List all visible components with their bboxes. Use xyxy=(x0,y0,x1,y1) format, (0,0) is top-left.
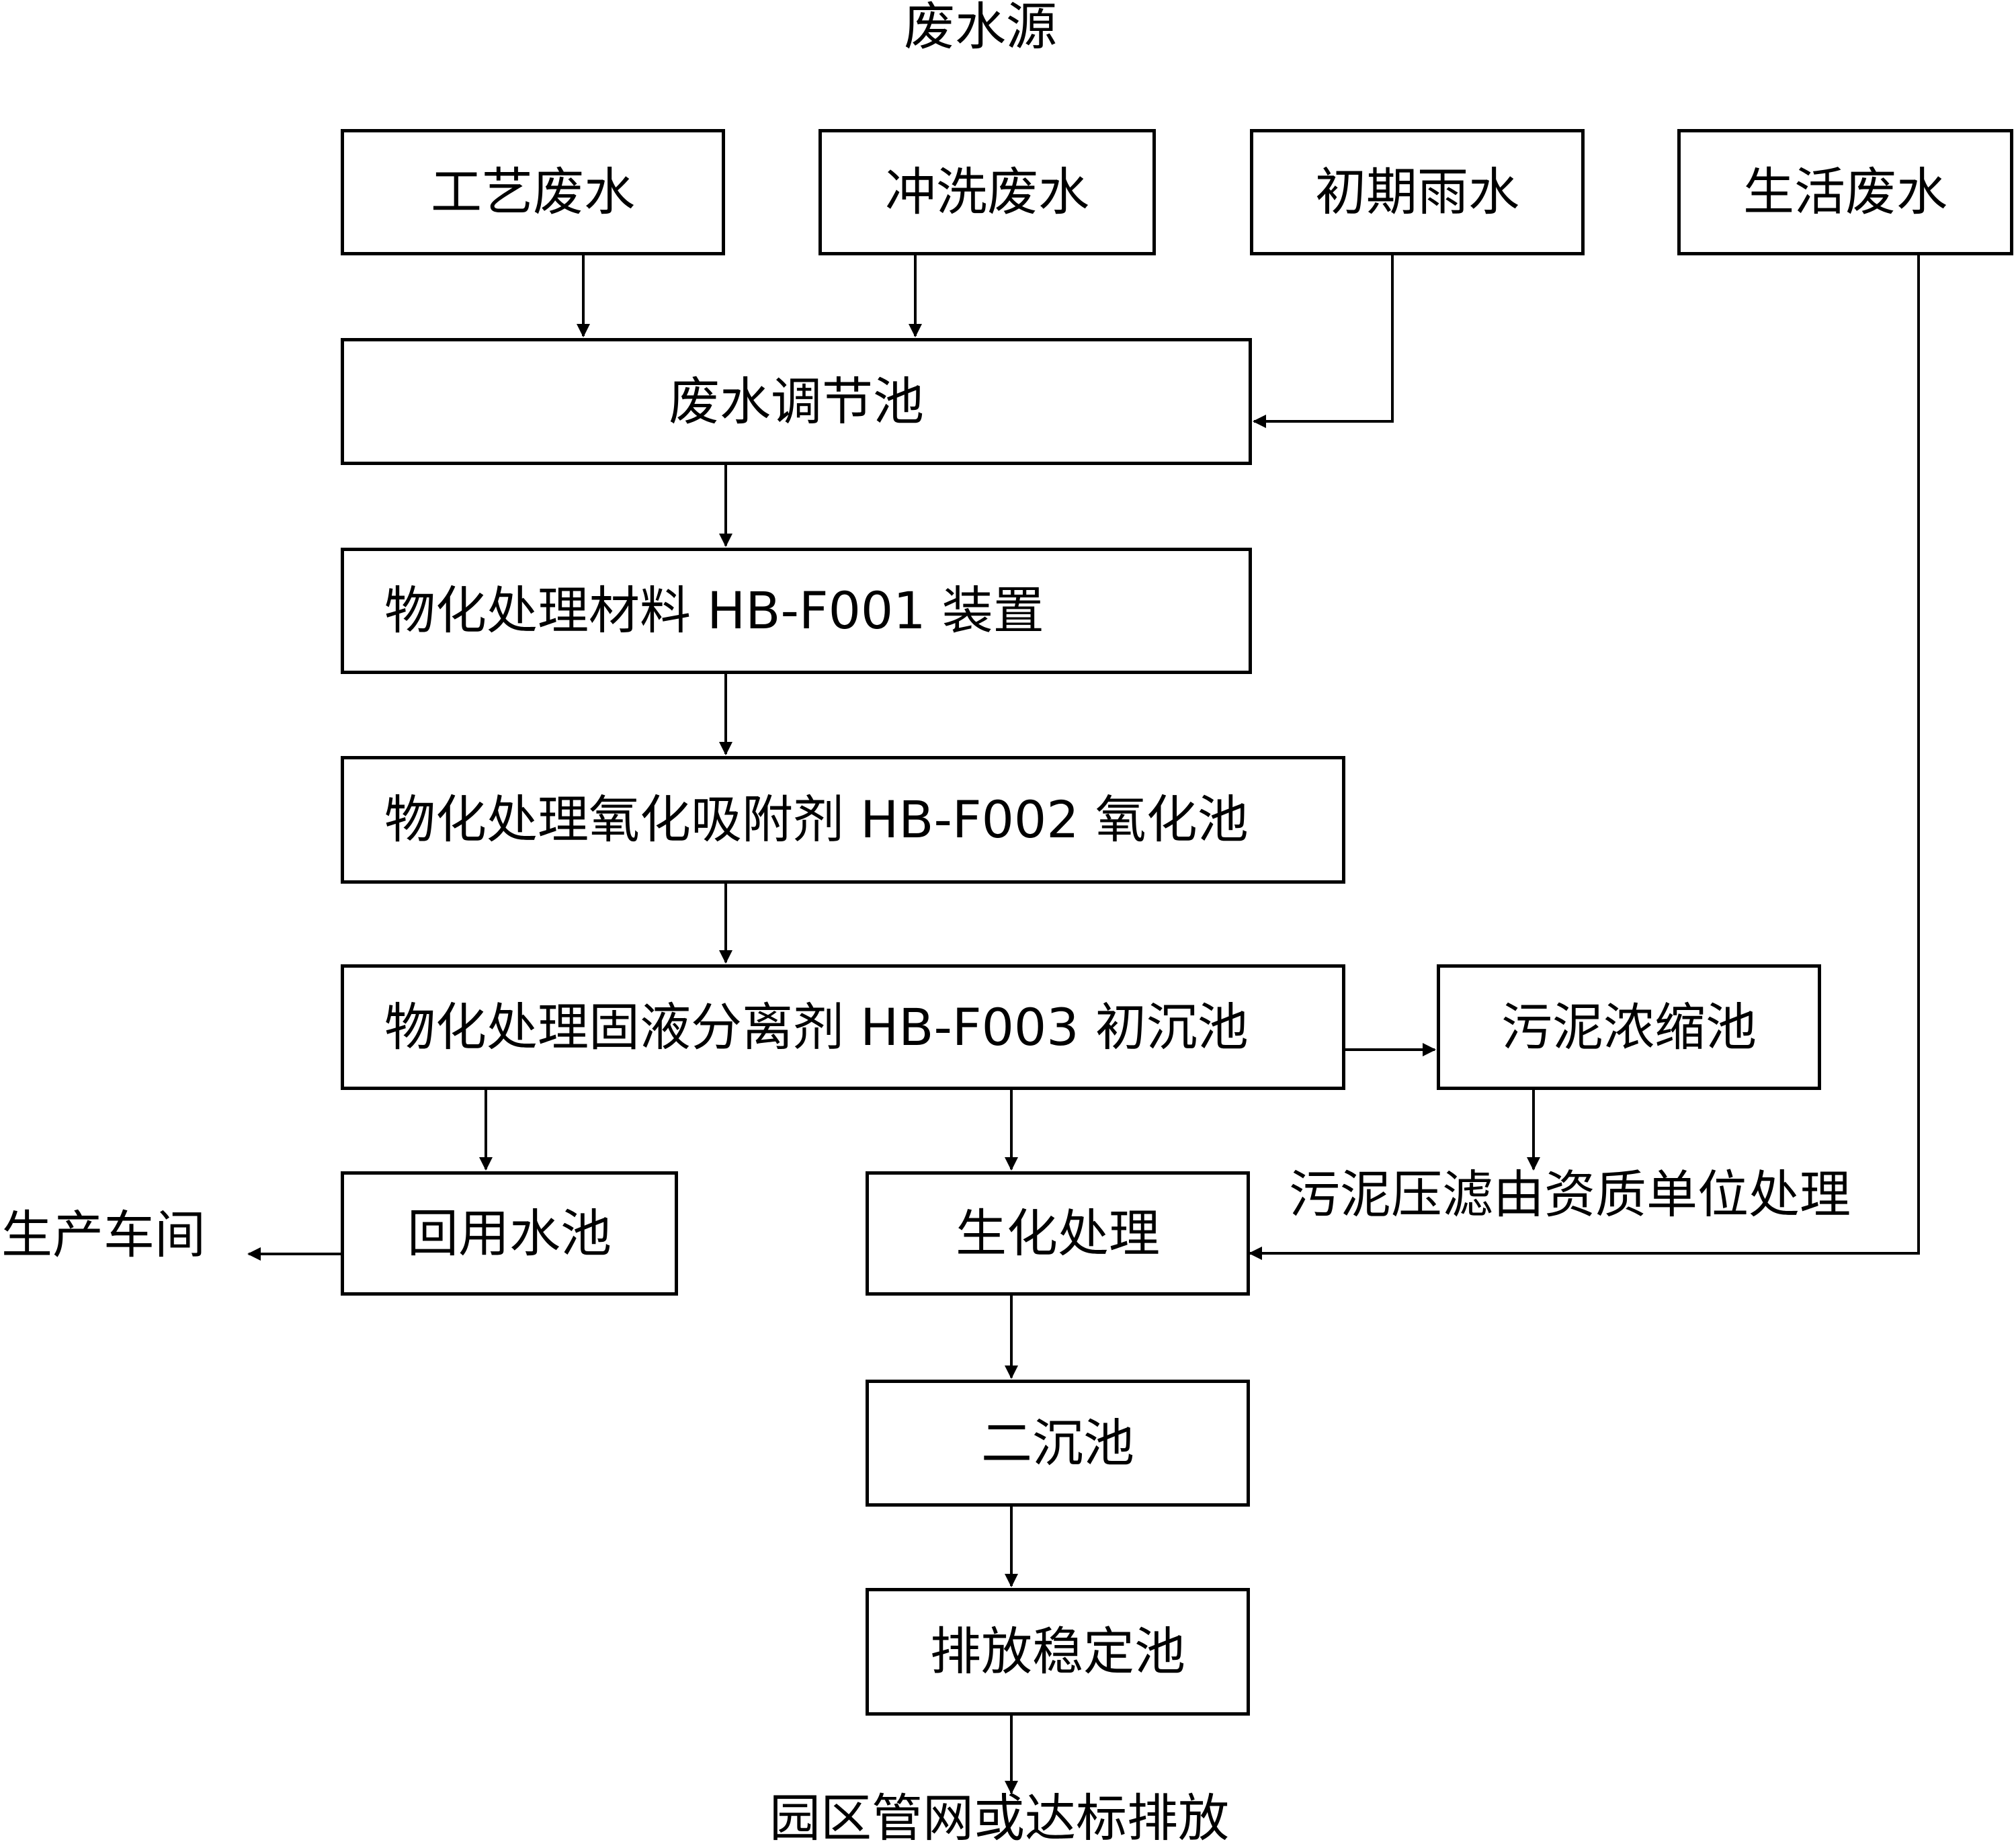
final-discharge-label: 园区管网或达标排放 xyxy=(769,1788,1229,1848)
equalization-tank: 废水调节池 xyxy=(341,338,1252,465)
source-domestic-wastewater: 生活废水 xyxy=(1677,129,2013,255)
f001-unit: 物化处理材料 HB-F001 装置 xyxy=(341,548,1252,674)
secondary-clarifier: 二沉池 xyxy=(866,1380,1250,1507)
production-workshop-label: 生产车间 xyxy=(1,1205,206,1265)
source-washing-wastewater: 冲洗废水 xyxy=(818,129,1156,255)
arrow-domestic-to-biochemical xyxy=(1249,255,1920,1260)
reuse-water-tank: 回用水池 xyxy=(341,1171,678,1296)
f002-oxidation-tank: 物化处理氧化吸附剂 HB-F002 氧化池 xyxy=(341,756,1345,884)
sludge-disposal-label: 污泥压滤由资质单位处理 xyxy=(1289,1165,1851,1224)
biochemical-treatment: 生化处理 xyxy=(866,1171,1250,1296)
source-initial-rainwater: 初期雨水 xyxy=(1250,129,1585,255)
f003-primary-sedimentation-tank: 物化处理固液分离剂 HB-F003 初沉池 xyxy=(341,964,1345,1090)
arrow-rain-to-equalization xyxy=(1253,255,1394,428)
discharge-stabilization-tank: 排放稳定池 xyxy=(866,1588,1250,1716)
diagram-title: 废水源 xyxy=(904,0,1057,56)
sludge-thickening-tank: 污泥浓缩池 xyxy=(1437,964,1821,1090)
source-process-wastewater: 工艺废水 xyxy=(341,129,725,255)
